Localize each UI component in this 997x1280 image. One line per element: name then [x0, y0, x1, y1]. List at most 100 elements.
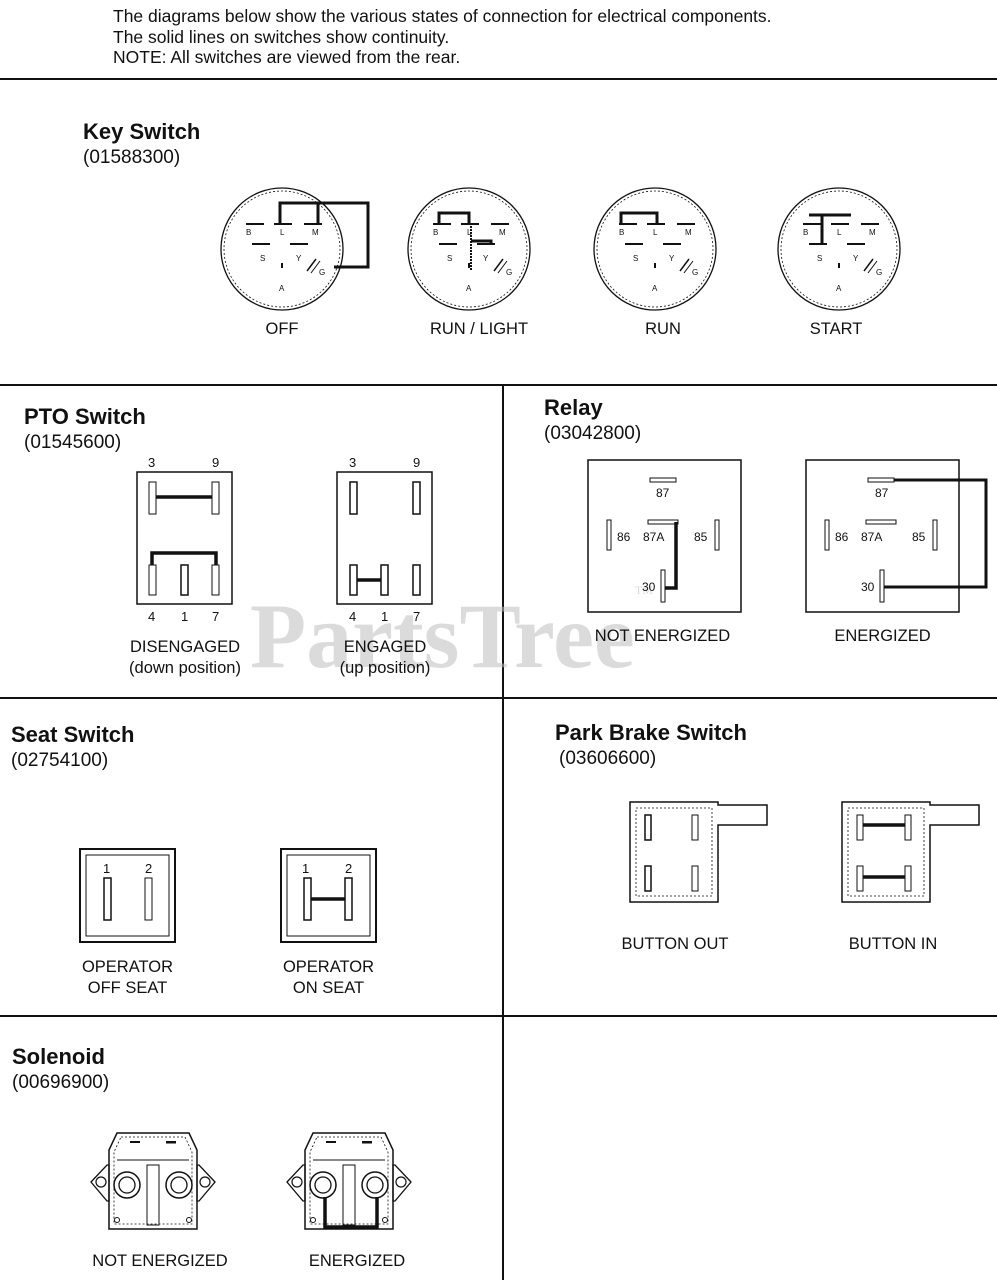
svg-text:S: S	[447, 254, 452, 263]
svg-text:L: L	[467, 228, 472, 237]
svg-text:B: B	[246, 228, 251, 237]
svg-text:B: B	[433, 228, 438, 237]
relay-state-energized: ENERGIZED	[834, 627, 931, 645]
svg-text:M: M	[685, 228, 692, 237]
seat-pin-1-b: 1	[302, 861, 310, 876]
key-switch-part-number: (01588300)	[83, 147, 181, 168]
divider-top	[0, 78, 997, 80]
divider-3	[0, 1015, 997, 1017]
key-switch-start: B L M S Y G A	[777, 187, 901, 311]
svg-text:M: M	[869, 228, 876, 237]
seat-pin-2-a: 2	[145, 861, 153, 876]
intro-line-3: NOTE: All switches are viewed from the r…	[113, 47, 461, 67]
pto-pin-4-a: 4	[148, 609, 156, 624]
solenoid-energized	[286, 1132, 412, 1230]
pto-state-engaged-sub: (up position)	[339, 659, 431, 677]
relay-a-86: 86	[617, 530, 631, 544]
pto-pin-3-a: 3	[148, 455, 156, 470]
intro-text: The diagrams below show the various stat…	[113, 6, 772, 68]
park-brake-state-out: BUTTON OUT	[621, 935, 729, 953]
svg-text:B: B	[803, 228, 808, 237]
divider-2	[0, 697, 997, 699]
seat-state-off-l2: OFF SEAT	[87, 979, 168, 997]
key-switch-title: Key Switch	[83, 119, 201, 144]
park-brake-title: Park Brake Switch	[555, 720, 747, 745]
svg-text:Y: Y	[296, 254, 302, 263]
key-switch-diagrams: B L M S Y G A B L M S Y G A B L M S Y G …	[220, 187, 901, 311]
pto-pin-9-a: 9	[212, 455, 220, 470]
pto-pin-7-b: 7	[413, 609, 421, 624]
seat-switch-off-seat	[79, 848, 176, 943]
relay-energized	[805, 459, 988, 613]
relay-b-87: 87	[875, 486, 889, 500]
relay-a-30: 30	[642, 580, 656, 594]
solenoid-part-number: (00696900)	[12, 1072, 110, 1093]
svg-text:S: S	[260, 254, 265, 263]
relay-b-85: 85	[912, 530, 926, 544]
relay-part-number: (03042800)	[544, 423, 642, 444]
svg-text:S: S	[817, 254, 822, 263]
pto-state-disengaged-sub: (down position)	[129, 659, 241, 677]
relay-a-85: 85	[694, 530, 708, 544]
svg-text:Y: Y	[483, 254, 489, 263]
park-brake-state-in: BUTTON IN	[848, 935, 938, 953]
relay-b-86: 86	[835, 530, 849, 544]
relay-b-87a: 87A	[861, 530, 883, 544]
intro-line-1: The diagrams below show the various stat…	[113, 6, 772, 26]
svg-text:L: L	[837, 228, 842, 237]
key-switch-off: B L M S Y G A	[220, 187, 370, 311]
solenoid-state-not-energized: NOT ENERGIZED	[92, 1252, 228, 1270]
seat-pin-2-b: 2	[345, 861, 353, 876]
svg-text:B: B	[619, 228, 624, 237]
svg-text:Y: Y	[669, 254, 675, 263]
svg-text:A: A	[836, 284, 842, 293]
svg-text:Y: Y	[853, 254, 859, 263]
seat-state-off-l1: OPERATOR	[81, 958, 174, 976]
seat-pin-1-a: 1	[103, 861, 111, 876]
seat-switch-part-number: (02754100)	[11, 750, 109, 771]
park-brake-part-number: (03606600)	[559, 748, 657, 769]
park-brake-button-out	[629, 801, 768, 903]
solenoid-title: Solenoid	[12, 1044, 105, 1069]
svg-text:G: G	[876, 268, 882, 277]
seat-state-on-l2: ON SEAT	[292, 979, 365, 997]
svg-text:L: L	[280, 228, 285, 237]
svg-text:G: G	[506, 268, 512, 277]
pto-pin-1-b: 1	[381, 609, 389, 624]
pto-pin-1-a: 1	[181, 609, 189, 624]
pto-pin-7-a: 7	[212, 609, 220, 624]
seat-switch-title: Seat Switch	[11, 722, 135, 747]
key-switch-state-off: OFF	[265, 320, 299, 338]
svg-text:A: A	[466, 284, 472, 293]
pto-switch-title: PTO Switch	[24, 404, 146, 429]
pto-pin-9-b: 9	[413, 455, 421, 470]
relay-a-87a: 87A	[643, 530, 665, 544]
pto-pin-4-b: 4	[349, 609, 357, 624]
key-switch-state-run-light: RUN / LIGHT	[429, 320, 529, 338]
pto-disengaged	[136, 471, 233, 605]
svg-text:G: G	[692, 268, 698, 277]
relay-b-30: 30	[861, 580, 875, 594]
relay-not-energized	[587, 459, 742, 613]
svg-text:M: M	[499, 228, 506, 237]
park-brake-button-in	[841, 801, 980, 903]
solenoid-not-energized	[90, 1132, 216, 1230]
relay-state-not-energized: NOT ENERGIZED	[594, 627, 731, 645]
pto-pin-3-b: 3	[349, 455, 357, 470]
watermark: PartsTreeTM	[250, 583, 653, 687]
seat-state-on-l1: OPERATOR	[282, 958, 375, 976]
svg-text:M: M	[312, 228, 319, 237]
relay-a-87: 87	[656, 486, 670, 500]
svg-text:G: G	[319, 268, 325, 277]
divider-1	[0, 384, 997, 386]
divider-vertical	[502, 384, 504, 1280]
svg-text:A: A	[652, 284, 658, 293]
pto-state-disengaged: DISENGAGED	[129, 638, 241, 656]
svg-text:L: L	[653, 228, 658, 237]
pto-engaged	[336, 471, 433, 605]
